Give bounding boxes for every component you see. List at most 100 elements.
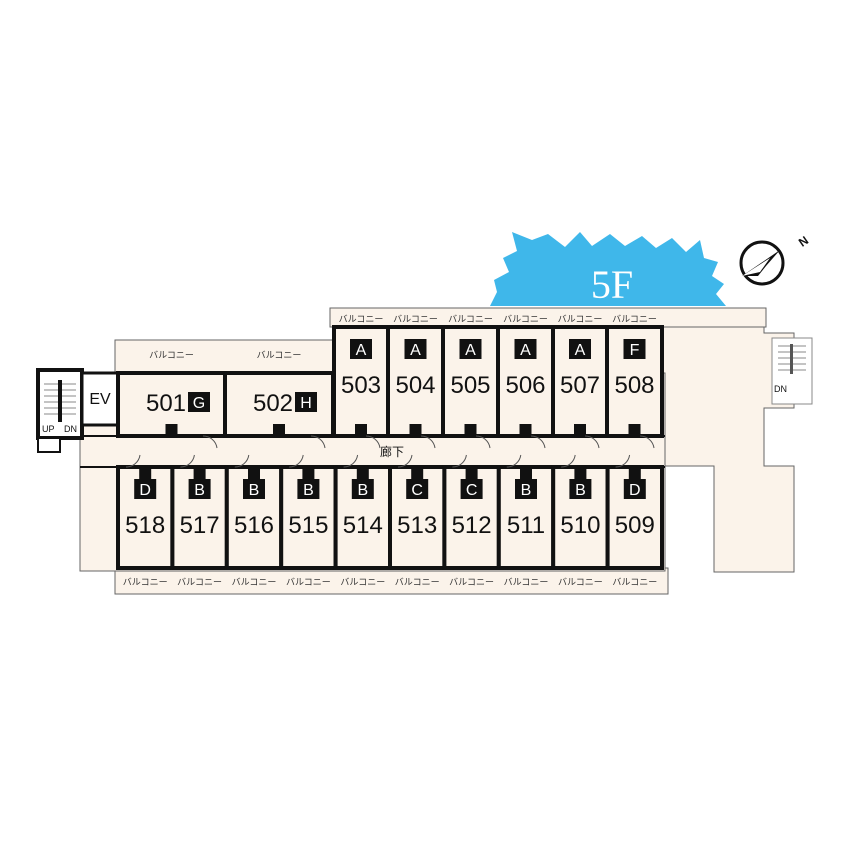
door-501	[202, 435, 218, 449]
unit-pillar-502	[273, 424, 285, 436]
unit-513[interactable]: C 513	[388, 454, 447, 570]
unit-pillar-504	[409, 424, 422, 436]
unit-type-badge-513	[406, 479, 429, 499]
balcony-labels: バルコニーバルコニーバルコニーバルコニーバルコニーバルコニーバルコニーバルコニー…	[123, 314, 657, 587]
unit-type-badge-511	[515, 479, 537, 499]
unit-pillar-515	[302, 467, 315, 479]
north-balcony-501-502	[114, 339, 336, 374]
unit-type-503: A	[356, 342, 367, 359]
unit-type-badge-515	[297, 479, 320, 499]
balcony-label-505: バルコニー	[448, 314, 493, 324]
door-506	[530, 435, 546, 449]
elevator: EV	[80, 371, 120, 427]
corridor-label: 廊下	[380, 444, 404, 459]
door-509	[615, 454, 631, 468]
unit-pillar-506	[519, 424, 532, 436]
unit-pillar-512	[465, 467, 478, 479]
unit-number-502: 502	[253, 390, 293, 417]
unit-number-514: 514	[343, 512, 383, 539]
door-512	[452, 454, 467, 468]
unit-type-507: A	[575, 342, 586, 359]
unit-type-badge-505	[459, 339, 482, 359]
unit-number-503: 503	[341, 372, 381, 399]
unit-type-badge-516	[243, 479, 265, 499]
unit-type-502: H	[300, 395, 312, 412]
balcony-label-507: バルコニー	[558, 314, 603, 324]
unit-number-508: 508	[614, 372, 654, 399]
balcony-label-510: バルコニー	[558, 577, 603, 587]
balcony-label-511: バルコニー	[504, 577, 549, 587]
balcony-label-514: バルコニー	[340, 577, 385, 587]
compass-ring-icon	[739, 240, 785, 286]
unit-pillar-509	[628, 467, 641, 479]
unit-number-513: 513	[397, 512, 437, 539]
unit-pillar-503	[355, 424, 367, 436]
door-517	[180, 454, 195, 468]
unit-type-508: F	[630, 342, 640, 359]
balcony-label-502: バルコニー	[257, 350, 302, 360]
east-stairs-down-label: DN	[774, 384, 787, 394]
unit-number-515: 515	[288, 512, 328, 539]
elevator-label: EV	[89, 391, 111, 408]
door-516	[234, 454, 250, 468]
unit-type-511: B	[521, 482, 532, 499]
unit-type-501: G	[193, 395, 205, 412]
west-stairs: UP DN	[36, 368, 84, 453]
door-504	[420, 435, 436, 449]
stairs-down-label: DN	[64, 424, 77, 434]
unit-type-badge-517	[188, 479, 211, 499]
unit-pillar-511	[520, 467, 532, 479]
unit-number-512: 512	[452, 512, 492, 539]
unit-pillar-514	[356, 467, 369, 479]
unit-502[interactable]: 502 H	[223, 371, 335, 449]
unit-type-badge-504	[404, 339, 427, 359]
unit-512[interactable]: C 512	[442, 454, 501, 570]
unit-type-badge-510	[569, 479, 592, 499]
balcony-label-512: バルコニー	[449, 577, 494, 587]
unit-508[interactable]: F 508	[605, 325, 664, 449]
balcony-label-516: バルコニー	[232, 577, 277, 587]
unit-type-badge-502	[295, 392, 317, 412]
floor-label: 5F	[591, 262, 633, 307]
unit-pillar-505	[464, 424, 477, 436]
door-507	[584, 435, 600, 449]
balcony-label-517: バルコニー	[177, 577, 222, 587]
unit-type-badge-509	[623, 479, 646, 499]
unit-pillar-508	[628, 424, 641, 436]
east-wing	[661, 326, 795, 573]
door-514	[343, 454, 359, 468]
door-508	[639, 435, 655, 449]
unit-number-501: 501	[146, 390, 186, 417]
unit-501[interactable]: 501 G	[116, 371, 227, 449]
unit-type-513: C	[411, 482, 423, 499]
compass-north-label: N	[796, 233, 811, 249]
unit-type-512: C	[466, 482, 478, 499]
unit-number-506: 506	[505, 372, 545, 399]
unit-type-516: B	[249, 482, 260, 499]
door-505	[475, 435, 491, 449]
unit-503[interactable]: A 503	[332, 325, 390, 449]
unit-type-badge-507	[569, 339, 591, 359]
unit-type-504: A	[410, 342, 421, 359]
unit-type-505: A	[465, 342, 476, 359]
balcony-label-501: バルコニー	[149, 350, 194, 360]
balcony-label-513: バルコニー	[395, 577, 440, 587]
unit-type-badge-501	[188, 392, 210, 412]
unit-type-badge-506	[514, 339, 537, 359]
balcony-label-503: バルコニー	[339, 314, 384, 324]
unit-number-510: 510	[560, 512, 600, 539]
